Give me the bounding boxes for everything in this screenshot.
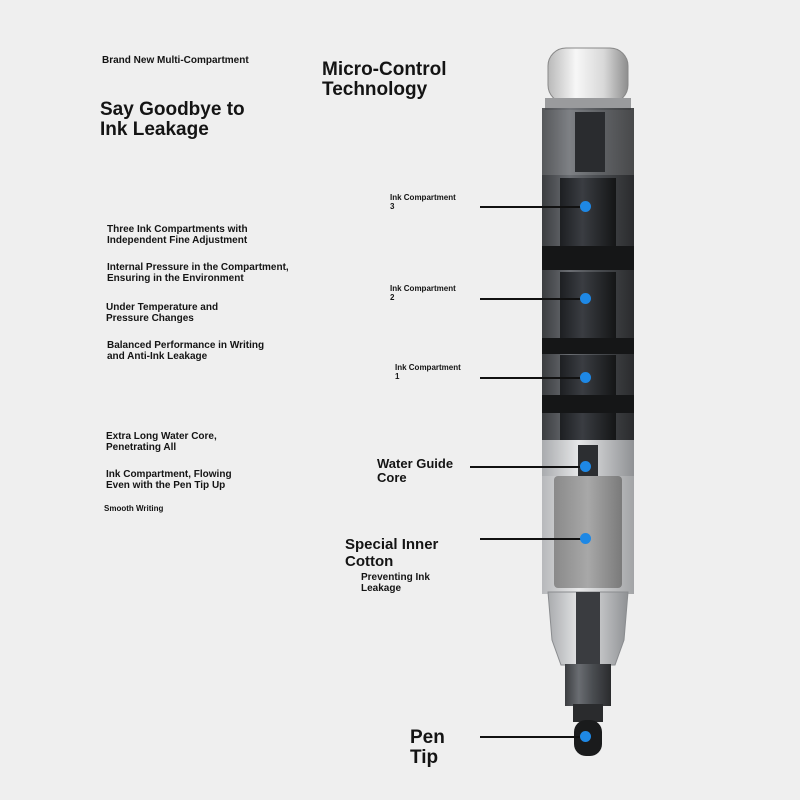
marker-pen-tip (580, 731, 591, 742)
label-compartment-2: Ink Compartment 2 (390, 284, 456, 302)
marker-inner-cotton (580, 533, 591, 544)
label-inner-cotton: Special Inner Cotton (345, 536, 439, 570)
marker-water-guide (580, 461, 591, 472)
leader-water-guide (470, 466, 584, 468)
center-title: Micro-Control Technology (322, 59, 447, 100)
marker-compartment-2 (580, 293, 591, 304)
leader-inner-cotton (480, 538, 584, 540)
feature-7: Smooth Writing (104, 504, 164, 513)
feature-3: Under Temperature and Pressure Changes (106, 302, 219, 324)
leader-pen-tip (480, 736, 584, 738)
label-pen-tip: Pen Tip (410, 727, 445, 768)
feature-6: Ink Compartment, Flowing Even with the P… (106, 469, 232, 491)
marker-compartment-1 (580, 372, 591, 383)
label-inner-cotton-sub: Preventing Ink Leakage (361, 572, 430, 594)
leader-compartment-3 (480, 206, 584, 208)
leader-compartment-2 (480, 298, 584, 300)
feature-1: Three Ink Compartments with Independent … (107, 224, 248, 246)
label-compartment-1: Ink Compartment 1 (395, 363, 461, 381)
feature-5: Extra Long Water Core, Penetrating All (106, 431, 217, 453)
label-compartment-3: Ink Compartment 3 (390, 193, 456, 211)
label-water-guide: Water Guide Core (377, 456, 454, 486)
leader-compartment-1 (480, 377, 584, 379)
marker-compartment-3 (580, 201, 591, 212)
subtitle: Brand New Multi-Compartment (102, 55, 249, 66)
feature-4: Balanced Performance in Writing and Anti… (107, 340, 265, 362)
headline: Say Goodbye to Ink Leakage (100, 99, 245, 140)
feature-2: Internal Pressure in the Compartment, En… (107, 262, 289, 284)
